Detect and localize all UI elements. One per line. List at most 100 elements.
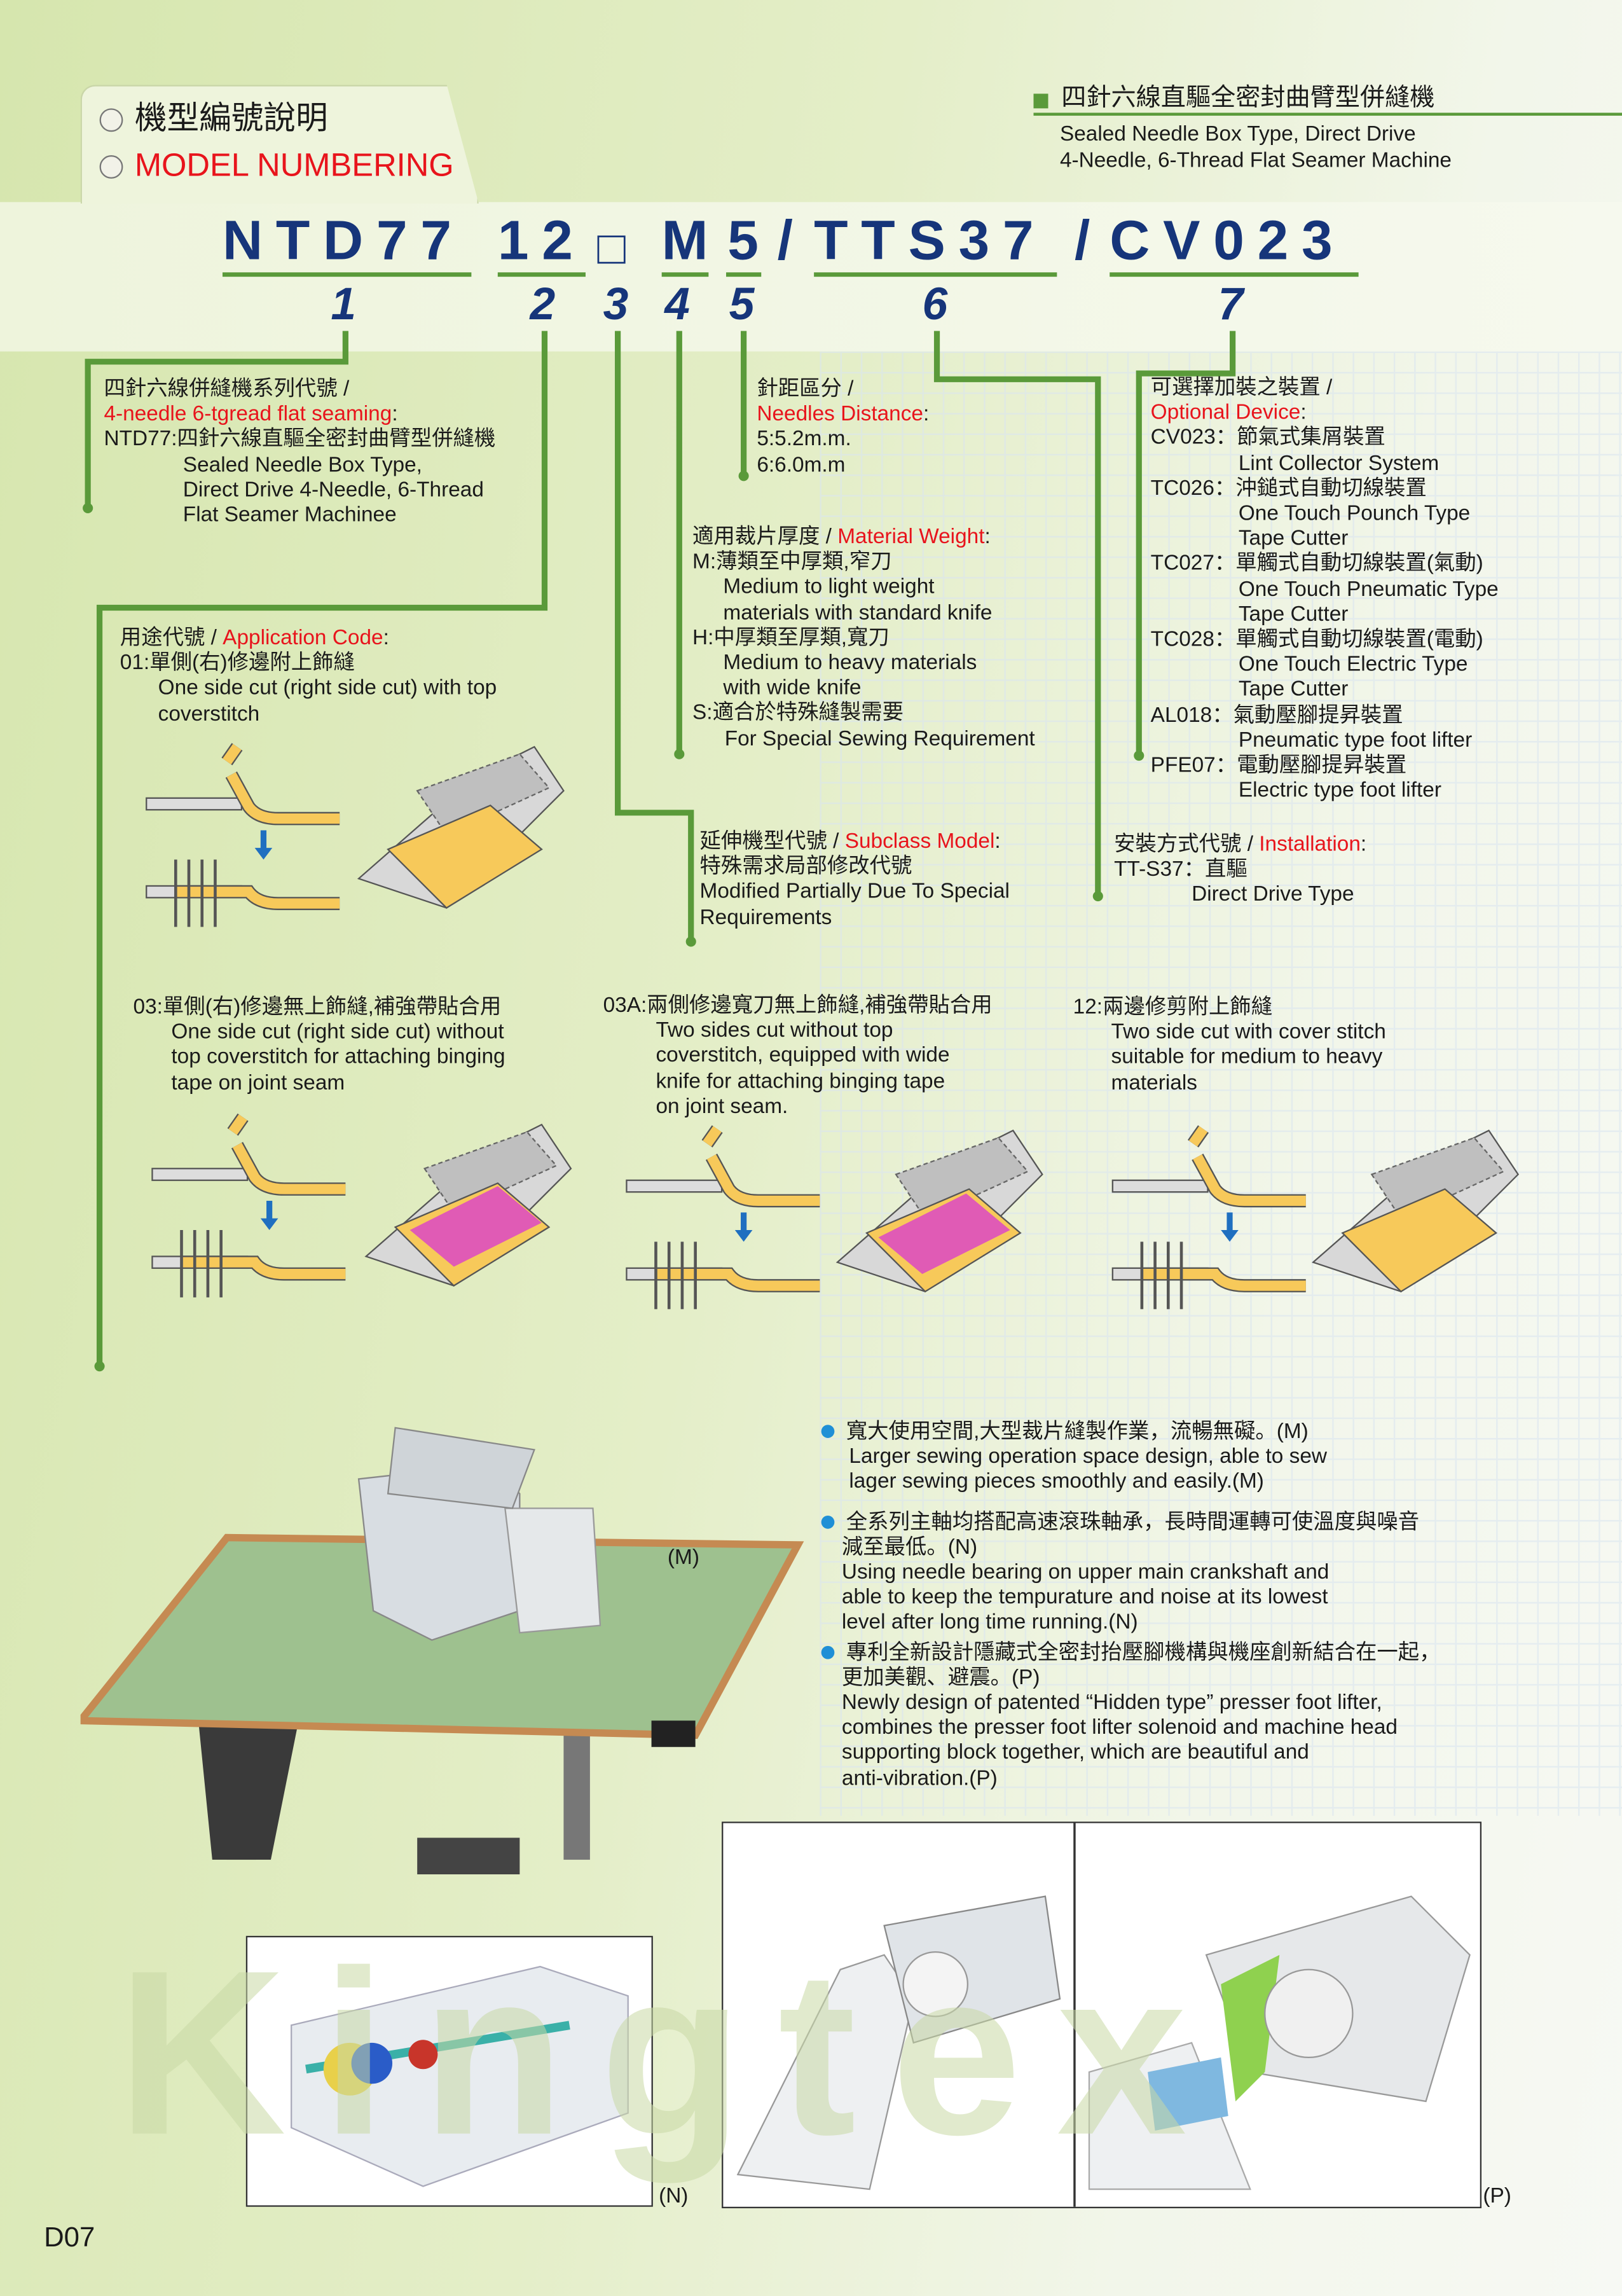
photo-label-p: (P)	[1483, 2185, 1511, 2209]
optional-item-en: Tape Cutter	[1238, 679, 1349, 702]
colon: :	[994, 830, 1001, 854]
feature-text: able to keep the tempurature and noise a…	[841, 1586, 1328, 1610]
app-03-en: One side cut (right side cut) without	[171, 1021, 504, 1045]
underline	[814, 272, 1057, 277]
header-en-text: MODEL NUMBERING	[134, 146, 454, 183]
feature-line: 專利全新設計隱藏式全密封抬壓腳機構與機座創新結合在一起，	[821, 1641, 1441, 1666]
feature-text: 寬大使用空間,大型裁片縫製作業，流暢無礙。(M)	[846, 1420, 1309, 1444]
index-6: 6	[922, 278, 948, 330]
optional-item-en: One Touch Pounch Type	[1238, 502, 1471, 526]
seam-cross-section-03a	[626, 1129, 820, 1309]
model-part-needle: 5	[727, 211, 759, 273]
optional-item-en: One Touch Electric Type	[1238, 653, 1468, 677]
material-block: 適用裁片厚度 / Material Weight: M:薄類至中厚類,窄刀 Me…	[692, 526, 1035, 752]
app-03a-en: on joint seam.	[656, 1095, 788, 1119]
square-bullet-icon	[1033, 93, 1048, 109]
app-01-en: coverstitch	[158, 702, 260, 726]
header-en: MODEL NUMBERING	[99, 146, 454, 184]
needle-option: 6:6.0m.m	[757, 453, 846, 477]
needle-option: 5:5.2m.m.	[757, 428, 851, 452]
colon: :	[383, 626, 389, 651]
app-01-zh: 01:單側(右)修邊附上飾縫	[120, 652, 355, 675]
model-part-series: NTD77	[222, 211, 465, 273]
model-separator: /	[1074, 211, 1090, 273]
material-title: 適用裁片厚度 / Material Weight:	[692, 526, 1035, 551]
installation-en: Installation	[1259, 833, 1361, 857]
feature-line: 全系列主軸均搭配高速滾珠軸承，長時間運轉可使溫度與噪音	[821, 1511, 1441, 1536]
seam-fabric-01	[357, 746, 565, 909]
subclass-line: Modified Partially Due To Special	[699, 880, 1010, 904]
subclass-line: Requirements	[699, 906, 832, 930]
needle-block: 針距區分 / Needles Distance: 5:5.2m.m. 6:6.0…	[757, 378, 929, 478]
optional-en-text: Optional Device	[1150, 401, 1301, 425]
index-3: 3	[603, 278, 629, 330]
material-h: H:中厚類至厚類,寬刀	[692, 626, 890, 650]
photo-label-n: (N)	[659, 2185, 689, 2209]
feature-item: 寬大使用空間,大型裁片縫製作業，流暢無礙。(M) Larger sewing o…	[821, 1420, 1441, 1496]
feature-text: 專利全新設計隱藏式全密封抬壓腳機構與機座創新結合在一起，	[846, 1641, 1441, 1664]
material-s-en: For Special Sewing Requirement	[724, 727, 1035, 751]
gearbox-photo	[245, 1935, 653, 2207]
application-block: 用途代號 / Application Code: 01:單側(右)修邊附上飾縫 …	[120, 626, 497, 727]
app-12-en: Two side cut with cover stitch	[1111, 1021, 1386, 1045]
series-line: Sealed Needle Box Type,	[182, 453, 422, 477]
product-en-line1: Sealed Needle Box Type, Direct Drive	[1059, 123, 1416, 147]
bullet-icon	[821, 1515, 835, 1528]
app-12-block: 12:兩邊修剪附上飾縫 Two side cut with cover stit…	[1073, 996, 1386, 1096]
app-03-zh: 03:單側(右)修邊無上飾縫,補強帶貼合用	[133, 995, 502, 1020]
header-zh-text: 機型編號說明	[134, 99, 328, 137]
material-m-en: Medium to light weight	[723, 576, 935, 600]
optional-item-en: Tape Cutter	[1238, 527, 1349, 551]
colon: :	[1300, 401, 1307, 425]
app-12-zh: 12:兩邊修剪附上飾縫	[1073, 995, 1273, 1020]
app-01-en: One side cut (right side cut) with top	[158, 677, 497, 701]
series-line: Flat Seamer Machinee	[182, 504, 397, 527]
series-en: 4-needle 6-tgread flat seaming:	[104, 403, 495, 429]
seam-fabric-12	[1312, 1130, 1519, 1292]
installation-line: Direct Drive Type	[1192, 883, 1354, 908]
installation-line: TT-S37：直驅	[1114, 858, 1247, 882]
app-12-en: suitable for medium to heavy	[1111, 1046, 1383, 1070]
feature-text: supporting block together, which are bea…	[841, 1741, 1309, 1766]
colon: :	[923, 403, 930, 427]
subclass-en: Subclass Model	[844, 830, 995, 854]
model-part-material: M	[661, 211, 708, 273]
title-rule	[1033, 113, 1622, 116]
app-12-en: materials	[1111, 1071, 1197, 1095]
feature-text: lager sewing pieces smoothly and easily.…	[849, 1470, 1264, 1495]
optional-item-en: Lint Collector System	[1238, 452, 1440, 476]
index-4: 4	[664, 278, 691, 330]
series-en-text: 4-needle 6-tgread flat seaming	[104, 403, 392, 427]
installation-title: 安裝方式代號 / Installation:	[1114, 833, 1366, 859]
underline	[497, 272, 586, 277]
seam-cross-section-03	[152, 1117, 345, 1297]
gearbox-render	[291, 1965, 629, 2187]
app-03-en: top coverstitch for attaching binging	[171, 1046, 505, 1070]
subclass-line: 特殊需求局部修改代號	[699, 855, 912, 879]
colon: :	[1360, 833, 1367, 857]
series-zh: 四針六線併縫機系列代號 /	[104, 378, 350, 401]
app-03a-zh: 03A:兩側修邊寬刀無上飾縫,補強帶貼合用	[603, 994, 993, 1018]
optional-item: PFE07：電動壓腳提昇裝置	[1150, 754, 1407, 778]
feature-line: 寬大使用空間,大型裁片縫製作業，流暢無礙。(M)	[821, 1420, 1441, 1446]
app-03-en: tape on joint seam	[171, 1071, 345, 1095]
circle-icon	[99, 155, 123, 179]
app-03a-en: Two sides cut without top	[656, 1019, 893, 1043]
installation-block: 安裝方式代號 / Installation: TT-S37：直驅 Direct …	[1114, 833, 1366, 909]
colon: :	[392, 403, 398, 427]
needle-en-text: Needles Distance	[757, 403, 924, 427]
optional-item: TC027：單觸式自動切線裝置(氣動)	[1150, 552, 1483, 576]
page-code: D07	[44, 2223, 95, 2254]
colon: :	[984, 525, 991, 550]
application-en: Application Code	[223, 626, 383, 651]
optional-item-en: Electric type foot lifter	[1238, 779, 1441, 803]
index-1: 1	[331, 278, 357, 330]
index-5: 5	[729, 278, 755, 330]
material-m: M:薄類至中厚類,窄刀	[692, 551, 892, 575]
product-zh-name: 四針六線直驅全密封曲臂型併縫機	[1061, 83, 1435, 111]
underline	[1110, 272, 1359, 277]
material-s: S:適合於特殊縫製需要	[692, 702, 904, 726]
app-03-block: 03:單側(右)修邊無上飾縫,補強帶貼合用 One side cut (righ…	[134, 996, 505, 1096]
optional-item-en: One Touch Pneumatic Type	[1238, 577, 1499, 602]
optional-zh: 可選擇加裝之裝置 /	[1150, 376, 1333, 400]
